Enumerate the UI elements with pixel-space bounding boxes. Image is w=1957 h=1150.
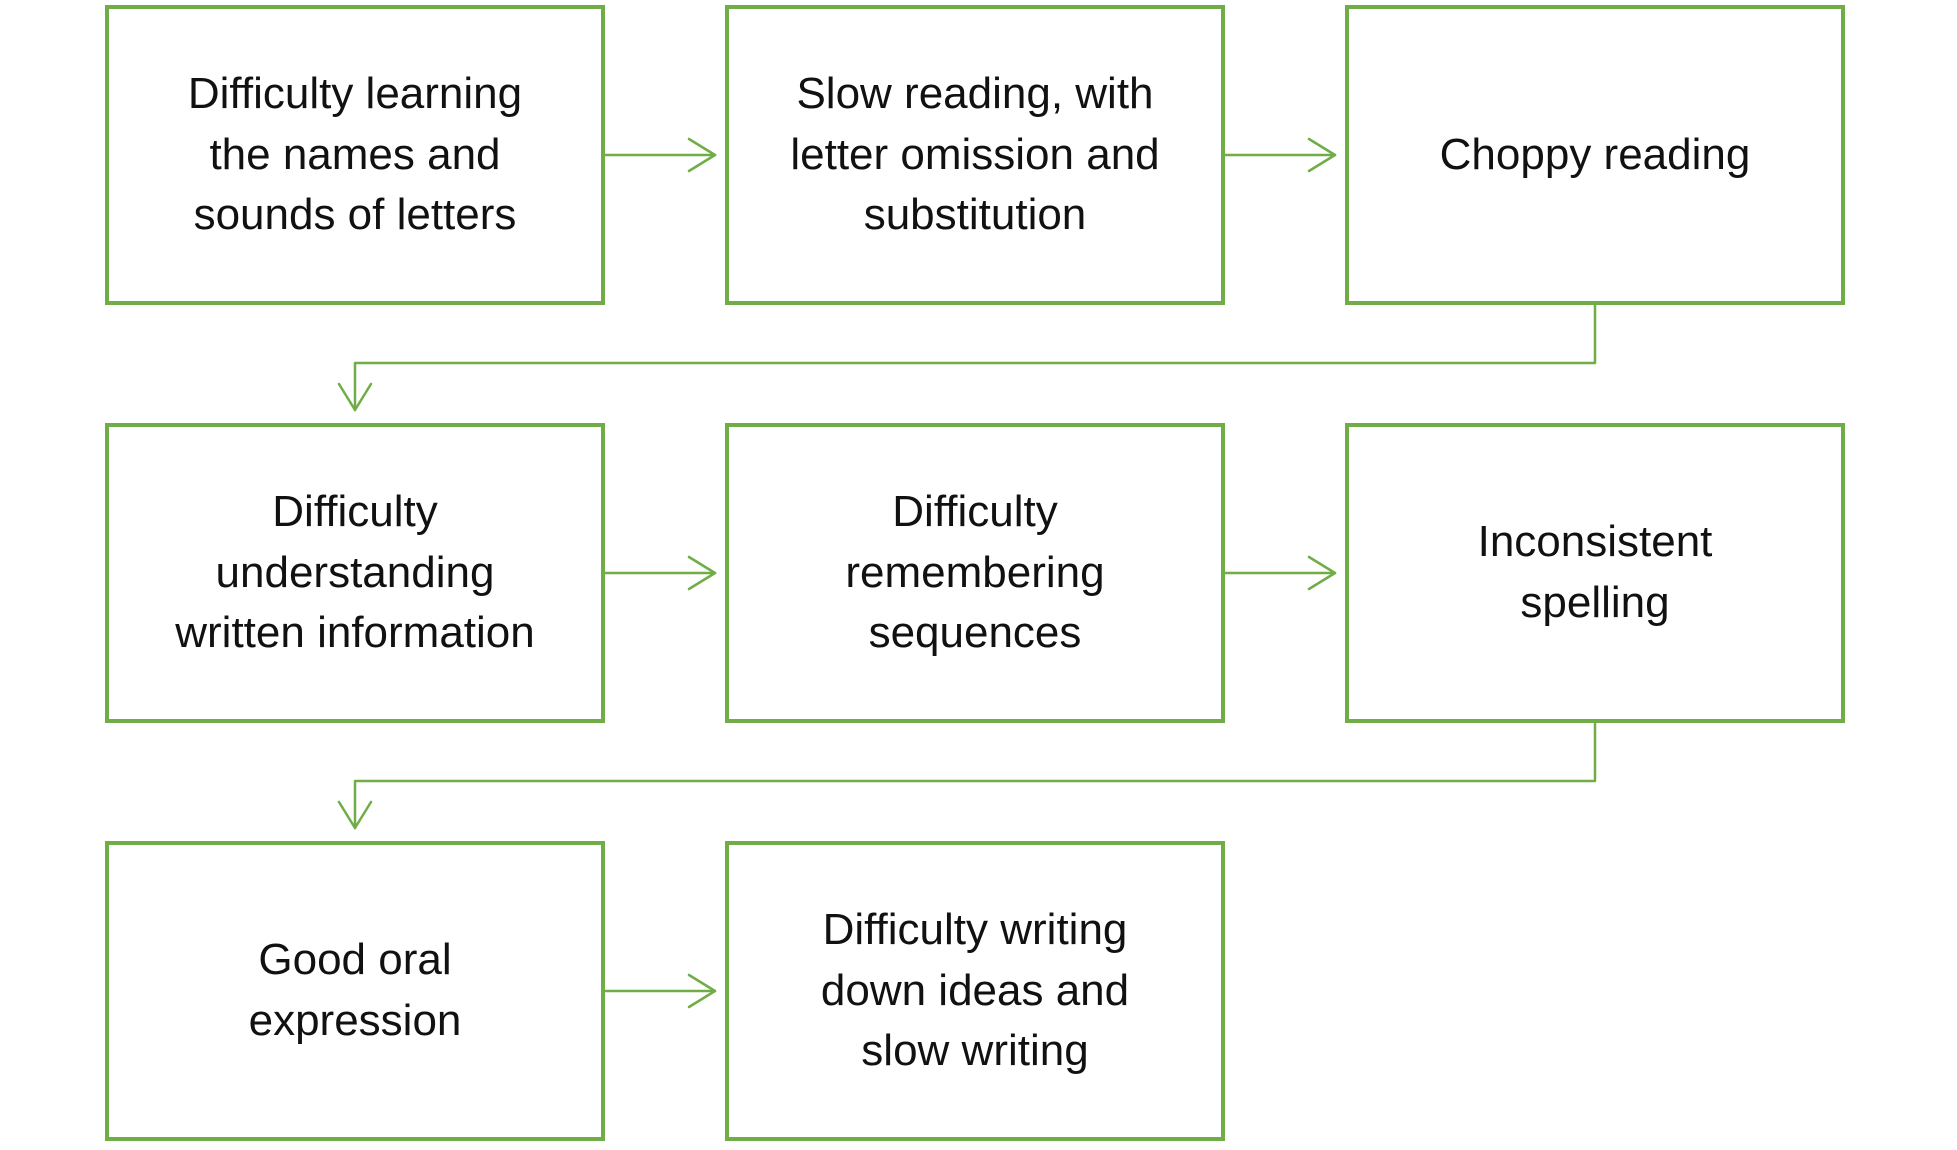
node-label: Difficulty learning the names and sounds… xyxy=(187,68,523,240)
node-label: Difficulty writing down ideas and slow w… xyxy=(820,904,1130,1076)
node-difficulty-writing: Difficulty writing down ideas and slow w… xyxy=(725,841,1225,1141)
node-slow-reading: Slow reading, with letter omission and s… xyxy=(725,5,1225,305)
node-label: Good oral expression xyxy=(248,935,462,1045)
node-difficulty-learning-letters: Difficulty learning the names and sounds… xyxy=(105,5,605,305)
node-good-oral-expression: Good oral expression xyxy=(105,841,605,1141)
arrow-n4-to-n5 xyxy=(603,555,717,591)
node-label: Difficulty understanding written informa… xyxy=(175,486,535,658)
arrow-n5-to-n6 xyxy=(1223,555,1337,591)
arrow-n7-to-n8 xyxy=(603,973,717,1009)
node-label: Difficulty remembering sequences xyxy=(845,486,1105,658)
node-inconsistent-spelling: Inconsistent spelling xyxy=(1345,423,1845,723)
node-label: Choppy reading xyxy=(1439,129,1751,179)
node-difficulty-remembering: Difficulty remembering sequences xyxy=(725,423,1225,723)
node-choppy-reading: Choppy reading xyxy=(1345,5,1845,305)
node-label: Slow reading, with letter omission and s… xyxy=(790,68,1160,240)
arrow-n2-to-n3 xyxy=(1223,137,1337,173)
arrow-n3-to-n4 xyxy=(337,303,1597,412)
node-label: Inconsistent spelling xyxy=(1477,517,1713,627)
arrow-n1-to-n2 xyxy=(603,137,717,173)
arrow-n6-to-n7 xyxy=(337,721,1597,830)
node-difficulty-understanding: Difficulty understanding written informa… xyxy=(105,423,605,723)
